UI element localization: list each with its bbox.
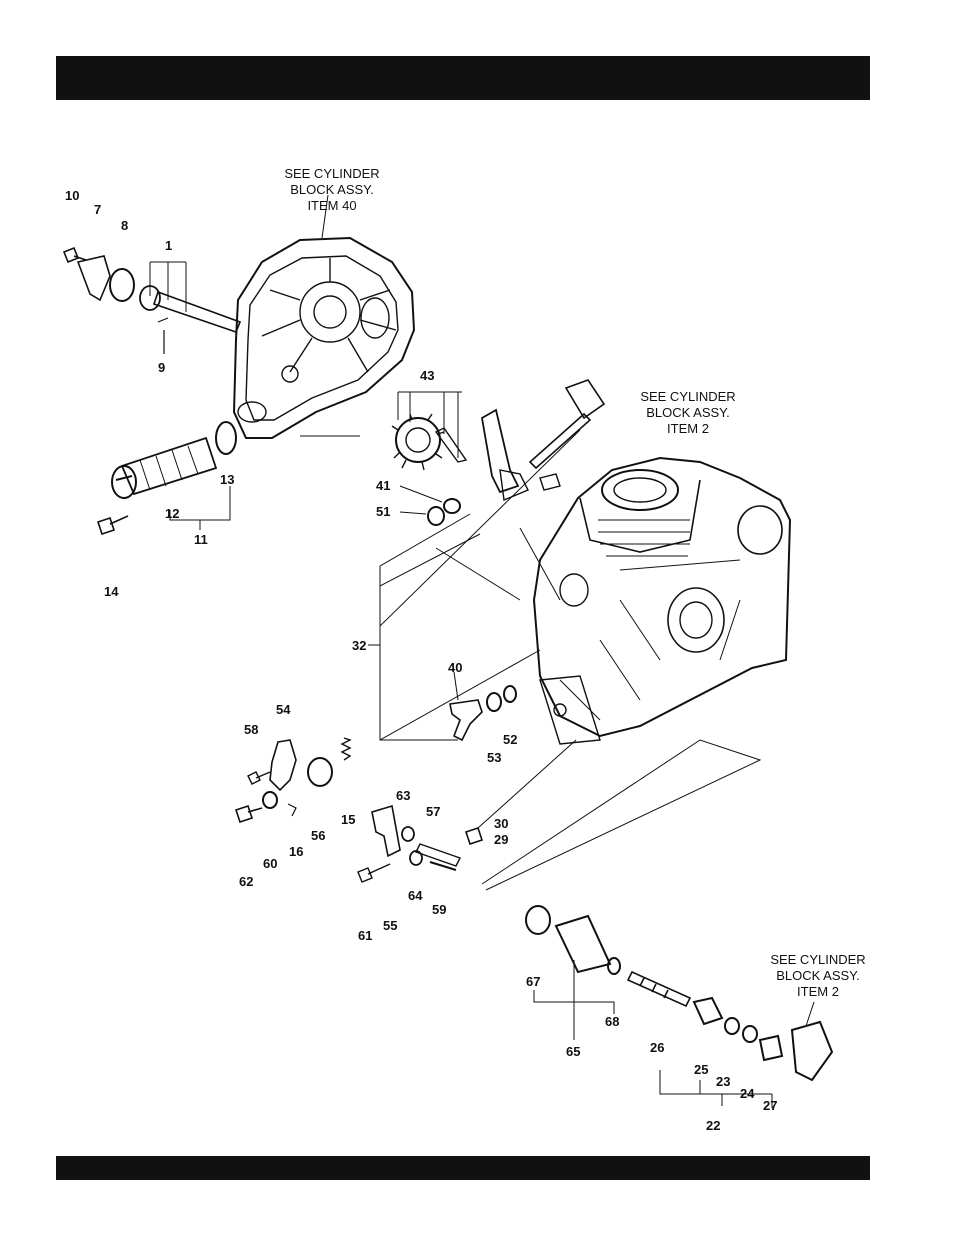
governor-lever-40 (450, 700, 482, 740)
sleeve-65 (556, 916, 610, 972)
callout-11: 11 (194, 532, 208, 547)
callout-55: 55 (383, 918, 397, 933)
callout-24: 24 (740, 1086, 755, 1101)
collar-67 (526, 906, 550, 934)
callout-23: 23 (716, 1074, 730, 1089)
callout-9: 9 (158, 360, 165, 375)
bolt-26 (628, 972, 690, 1006)
callout-26: 26 (650, 1040, 664, 1055)
washer-24 (743, 1026, 757, 1042)
callout-10: 10 (65, 188, 79, 203)
callout-43: 43 (420, 368, 434, 383)
callout-52: 52 (503, 732, 517, 747)
cover-plate-7 (78, 256, 110, 300)
bolt-14 (98, 516, 128, 534)
bracket-55 (372, 806, 400, 856)
governor-gear-43 (392, 392, 466, 470)
callout-60: 60 (263, 856, 277, 871)
bolt-10 (64, 248, 86, 262)
callout-7: 7 (94, 202, 101, 217)
callout-13: 13 (220, 472, 234, 487)
callout-29: 29 (494, 832, 508, 847)
bolt-62 (236, 806, 262, 822)
bolt-58 (248, 772, 270, 784)
spring-15 (342, 738, 350, 760)
balancer-shaft-1 (140, 262, 240, 332)
callout-16: 16 (289, 844, 303, 859)
callout-67: 67 (526, 974, 540, 989)
callout-27: 27 (763, 1098, 777, 1113)
callout-61: 61 (358, 928, 372, 943)
callout-8: 8 (121, 218, 128, 233)
callout-25: 25 (694, 1062, 708, 1077)
washer-53 (487, 693, 501, 711)
callout-1: 1 (165, 238, 172, 253)
callout-40: 40 (448, 660, 462, 675)
callout-12: 12 (165, 506, 179, 521)
oil-filler-12 (112, 438, 216, 498)
callout-68: 68 (605, 1014, 619, 1029)
callout-54: 54 (276, 702, 291, 717)
crankcase (534, 458, 790, 744)
spring-16 (288, 804, 296, 816)
callout-14: 14 (104, 584, 119, 599)
oil-seal-8 (110, 269, 134, 301)
seal-52 (504, 686, 516, 702)
callout-32: 32 (352, 638, 366, 653)
collar-56 (308, 758, 332, 786)
o-ring-13 (216, 422, 236, 454)
callout-65: 65 (566, 1044, 580, 1059)
callout-63: 63 (396, 788, 410, 803)
callout-58: 58 (244, 722, 258, 737)
collar-51 (428, 507, 444, 525)
o-ring-68 (608, 958, 620, 974)
callout-59: 59 (432, 902, 446, 917)
nut-25 (694, 998, 722, 1024)
callout-41: 41 (376, 478, 390, 493)
callout-53: 53 (487, 750, 501, 765)
screw-57 (416, 844, 460, 866)
washer-63 (402, 827, 414, 841)
governor-lever (482, 380, 604, 500)
speed-lever-54 (270, 740, 296, 790)
bolt-61 (358, 864, 390, 882)
callout-62: 62 (239, 874, 253, 889)
callout-15: 15 (341, 812, 355, 827)
washer-23 (725, 1018, 739, 1034)
gear-case-cover (234, 195, 414, 438)
screw-59 (430, 862, 456, 870)
callout-64: 64 (408, 888, 423, 903)
callout-57: 57 (426, 804, 440, 819)
washer-60 (263, 792, 277, 808)
callout-30: 30 (494, 816, 508, 831)
cap-29-30 (466, 828, 482, 844)
washer-41 (444, 499, 460, 513)
callout-51: 51 (376, 504, 390, 519)
key-9 (158, 318, 168, 354)
cover-item-2 (792, 1022, 832, 1080)
callout-22: 22 (706, 1118, 720, 1133)
callout-56: 56 (311, 828, 325, 843)
nut-27 (760, 1036, 782, 1060)
